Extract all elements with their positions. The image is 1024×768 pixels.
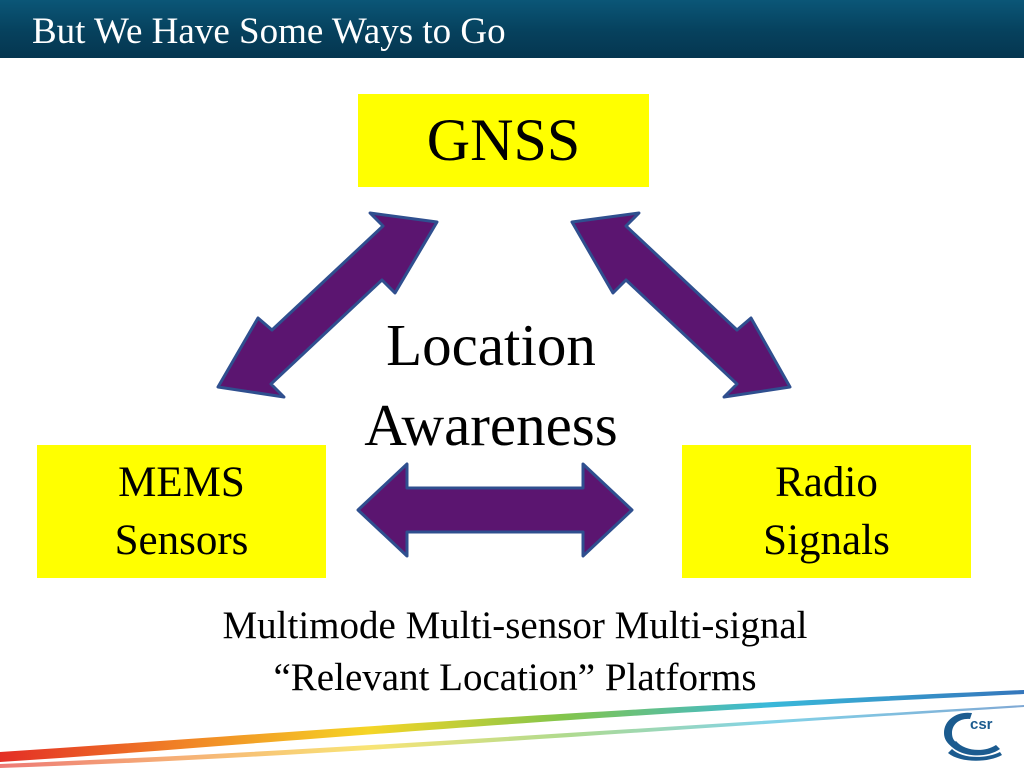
logo-text: csr — [970, 716, 993, 733]
caption-line2: “Relevant Location” Platforms — [273, 656, 757, 699]
mems-line2: Sensors — [114, 516, 249, 564]
radio-line1: Radio — [775, 458, 878, 506]
location-awareness-label: Location Awareness — [330, 305, 652, 465]
caption-line1: Multimode Multi-sensor Multi-signal — [222, 604, 808, 647]
arrow-mems-gnss — [216, 211, 439, 399]
mems-line1: MEMS — [118, 458, 245, 506]
title-bar: But We Have Some Ways to Go — [0, 0, 1024, 58]
gnss-label: GNSS — [426, 107, 581, 173]
caption: Multimode Multi-sensor Multi-signal “Rel… — [140, 600, 890, 704]
slide-title: But We Have Some Ways to Go — [32, 11, 506, 52]
arrow-mems-radio — [356, 462, 634, 558]
arrow-gnss-radio — [570, 211, 792, 399]
radio-line2: Signals — [763, 516, 890, 564]
csr-logo: csr — [944, 712, 1002, 761]
gnss-box: GNSS — [358, 94, 649, 187]
center-line1: Location — [386, 312, 596, 378]
mems-sensors-box: MEMS Sensors — [37, 445, 326, 578]
radio-signals-box: Radio Signals — [682, 445, 971, 578]
center-line2: Awareness — [364, 392, 618, 458]
